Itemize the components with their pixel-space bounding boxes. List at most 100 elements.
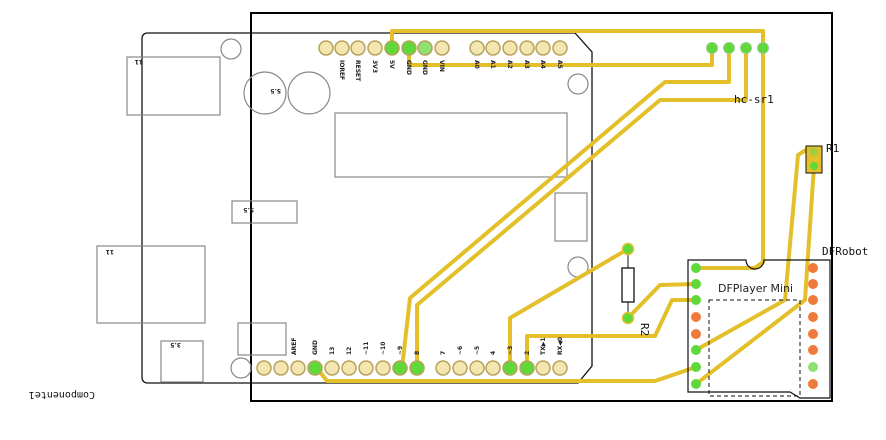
sensor-pin[interactable] [706, 42, 718, 54]
r1-pin[interactable] [810, 148, 818, 156]
pin-label: A3 [523, 60, 530, 69]
pin-1[interactable] [535, 360, 551, 376]
pin-label: A5 [556, 60, 563, 69]
pin-11[interactable] [358, 360, 374, 376]
pin[interactable] [519, 40, 535, 56]
pin-0[interactable] [552, 360, 568, 376]
header-bottom [256, 360, 568, 376]
pin-gnd[interactable] [417, 40, 433, 56]
dfplayer-pin[interactable] [691, 362, 701, 372]
pin-label: ~9 [397, 346, 404, 355]
r2-pin[interactable] [621, 242, 635, 256]
pin[interactable] [334, 40, 350, 56]
pin[interactable] [469, 40, 485, 56]
pin-label: ~6 [457, 346, 464, 355]
pin[interactable] [552, 40, 568, 56]
dfplayer-pin[interactable] [691, 295, 701, 305]
pin-label: 5V [388, 60, 395, 69]
arduino-part-label: Componente1 [29, 389, 95, 400]
pin-label: GND [312, 340, 319, 355]
r2-pin[interactable] [621, 311, 635, 325]
pin-label: GND [421, 60, 428, 75]
header-top-labels: IOREF RESET 3V3 5V GND GND VIN A0 A1 A2 … [338, 60, 563, 82]
resistor-r2[interactable] [621, 242, 635, 325]
pin-label: A0 [473, 60, 480, 69]
pin[interactable] [485, 40, 501, 56]
pin-label: 3V3 [371, 60, 378, 73]
pin-5v[interactable] [384, 40, 400, 56]
copper-traces[interactable] [315, 29, 816, 386]
resistor-r1[interactable] [805, 145, 823, 174]
header-bottom-labels: AREF GND 13 12 ~11 ~10 ~9 8 7 ~6 ~5 4 ~3… [291, 337, 564, 355]
pin-gnd[interactable] [401, 40, 417, 56]
pin-label: A4 [539, 60, 546, 69]
pin-label: IOREF [338, 60, 345, 80]
header-top [318, 40, 568, 56]
pin-aref[interactable] [290, 360, 306, 376]
pin[interactable] [273, 360, 289, 376]
pin[interactable] [318, 40, 334, 56]
pin[interactable] [535, 40, 551, 56]
sensor-pin[interactable] [723, 42, 735, 54]
dfplayer-pin[interactable] [808, 362, 818, 372]
pin-4[interactable] [485, 360, 501, 376]
pin-12[interactable] [341, 360, 357, 376]
silk-label: 11 [106, 248, 114, 255]
pin[interactable] [367, 40, 383, 56]
dfplayer-pin[interactable] [691, 279, 701, 289]
pin-label: AREF [291, 338, 298, 355]
pin[interactable] [350, 40, 366, 56]
arduino-board-outline [141, 32, 593, 384]
pin-label: A1 [489, 60, 496, 69]
pin-13[interactable] [324, 360, 340, 376]
pin-label: ~11 [363, 342, 370, 355]
dfplayer-pin[interactable] [808, 329, 818, 339]
dfplayer-pin[interactable] [691, 379, 701, 389]
pin-10[interactable] [375, 360, 391, 376]
pin-label: ~5 [474, 346, 481, 355]
dfplayer-pin[interactable] [808, 295, 818, 305]
pin-label: 2 [524, 351, 531, 355]
pin[interactable] [502, 40, 518, 56]
silk-label: 3.5 [170, 341, 181, 348]
pin-3[interactable] [502, 360, 518, 376]
pin-gnd[interactable] [307, 360, 323, 376]
dfplayer-pin[interactable] [808, 379, 818, 389]
pin-5[interactable] [469, 360, 485, 376]
pin-label: RESET [354, 60, 361, 82]
pin-label: TX▶1 [540, 337, 547, 355]
dfplayer-pin[interactable] [808, 263, 818, 273]
pin-label: VIN [438, 60, 445, 72]
pin-8[interactable] [409, 360, 425, 376]
dfplayer-pin[interactable] [691, 345, 701, 355]
dfplayer-pin[interactable] [808, 279, 818, 289]
pin-label: A2 [506, 60, 513, 69]
pin-label: RX◀0 [557, 337, 564, 355]
sensor-pin[interactable] [740, 42, 752, 54]
pin-7[interactable] [435, 360, 451, 376]
sensor-label: hc-sr1 [734, 93, 774, 106]
dfplayer-pin[interactable] [691, 329, 701, 339]
pin-6[interactable] [452, 360, 468, 376]
dfrobot-label: DFRobot [822, 245, 868, 258]
dfplayer-pin[interactable] [808, 312, 818, 322]
sensor-pin[interactable] [757, 42, 769, 54]
dfplayer-pin[interactable] [691, 263, 701, 273]
pin-label: 8 [414, 351, 421, 355]
hc-sr-sensor[interactable] [706, 42, 769, 54]
pin-label: ~3 [507, 346, 514, 355]
dfplayer-pin[interactable] [691, 312, 701, 322]
pin-label: ~10 [380, 342, 387, 355]
r1-label: R1 [826, 142, 839, 155]
pin-label: 12 [346, 347, 353, 355]
r1-pin[interactable] [810, 162, 818, 170]
pin[interactable] [434, 40, 450, 56]
pin-9[interactable] [392, 360, 408, 376]
dfplayer-pin[interactable] [808, 345, 818, 355]
pin[interactable] [256, 360, 272, 376]
pin-2[interactable] [519, 360, 535, 376]
dfplayer-module[interactable] [687, 259, 831, 399]
pin-label: 13 [329, 347, 336, 355]
pcb-outline[interactable] [250, 12, 833, 402]
